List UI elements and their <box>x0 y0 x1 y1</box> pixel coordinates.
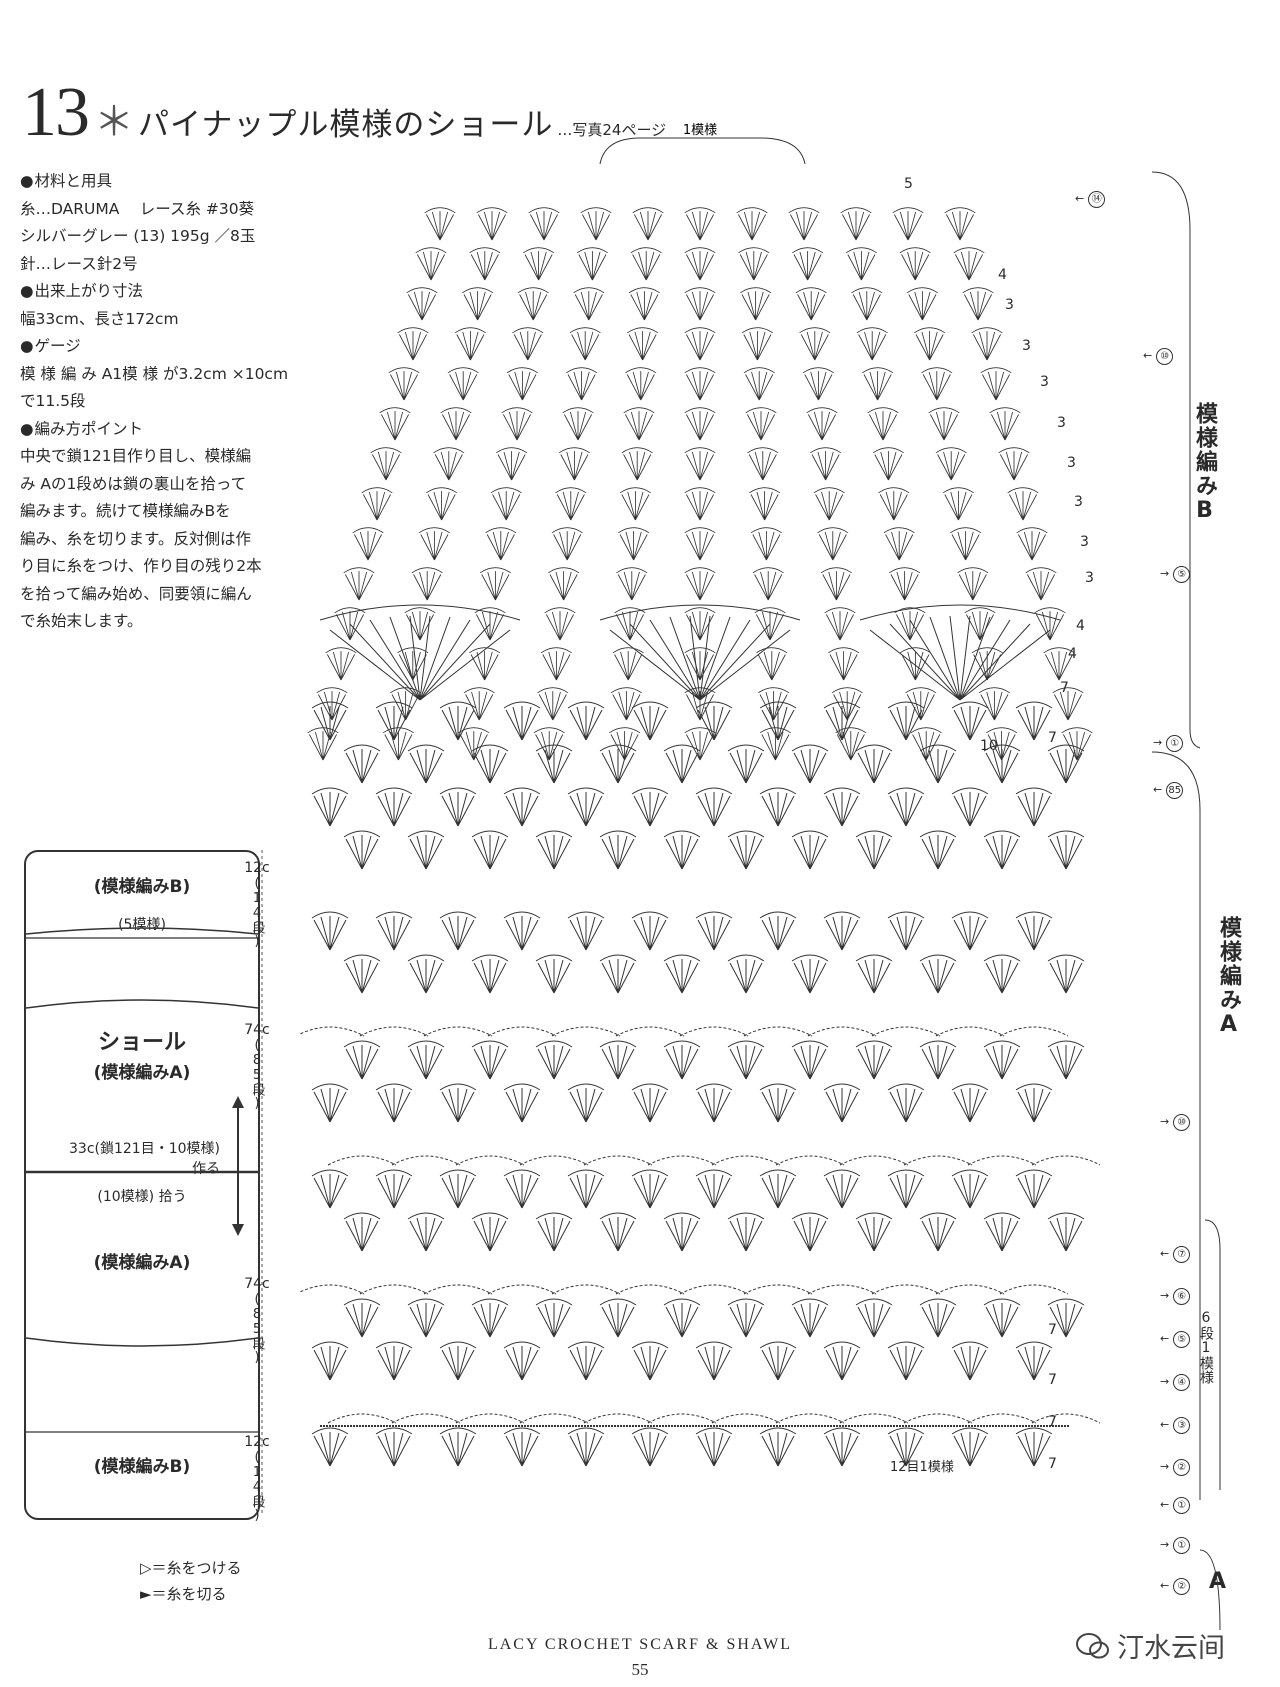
section-label-b: 模様編みB <box>1192 402 1217 525</box>
chart-number: 3 <box>1057 415 1066 431</box>
info-line: 糸…DARUMA レース糸 #30葵 <box>20 199 255 218</box>
row-marker: →⑩ <box>1160 1114 1191 1131</box>
schematic-top-b: (模様編みB) <box>93 877 191 897</box>
section-label-a: 模様編みA <box>1216 916 1241 1039</box>
legend-attach: ▷＝糸をつける <box>140 1559 242 1577</box>
info-line: 材料と用具 <box>20 168 312 196</box>
schematic-bottom-a: (模様編みA) <box>93 1253 191 1273</box>
chart-number: 4 <box>1068 646 1077 662</box>
info-line: ゲージ <box>20 333 312 361</box>
row-marker: ←③ <box>1160 1417 1191 1434</box>
info-line: 模 様 編 み A1模 様 が3.2cm ×10cm <box>20 364 289 383</box>
chart-number: 4 <box>1076 618 1085 634</box>
chart-number: 7 <box>1060 680 1069 696</box>
info-line: 中央で鎖121目作り目し、模様編 <box>20 447 252 465</box>
photo-reference: …写真24ページ <box>557 121 667 139</box>
pattern-number: 13 <box>22 74 90 151</box>
info-line: 編み方ポイント <box>20 416 312 444</box>
chart-number: 7 <box>1048 1414 1057 1430</box>
info-line: を拾って編み始め、同要領に編ん <box>20 584 252 603</box>
star-icon: ＊ <box>94 99 134 145</box>
schematic-shawl-a: (模様編みA) <box>93 1063 191 1083</box>
info-line: り目に糸をつけ、作り目の残り2本 <box>20 557 262 575</box>
repeat-12-label: 12目1模様 <box>890 1460 954 1475</box>
pattern-b-chart <box>307 207 1093 870</box>
chart-number: 3 <box>1067 455 1076 471</box>
chart-number: 3 <box>1040 374 1049 390</box>
schematic-shawl: ショール <box>97 1030 186 1055</box>
materials-info: 材料と用具 糸…DARUMA レース糸 #30葵 シルバーグレー (13) 19… <box>20 168 312 636</box>
info-line: 幅33cm、長さ172cm <box>20 309 179 328</box>
page-title: 13 ＊ パイナップル模様のショール …写真24ページ <box>22 78 666 148</box>
chart-number: 3 <box>1085 570 1094 586</box>
info-line: で糸始末します。 <box>20 612 143 630</box>
dim-b2: 12c (14段) <box>244 1434 270 1523</box>
schematic-pickup: (10模様) 拾う <box>97 1189 187 1205</box>
wechat-icon <box>1076 1632 1109 1658</box>
dim-b1: 12c (14段) <box>244 860 270 949</box>
chart-number: 7 <box>1048 1372 1057 1388</box>
row-marker: ←⑤ <box>1160 1331 1191 1348</box>
row-marker: →② <box>1160 1459 1191 1476</box>
chart-number: 3 <box>1022 338 1031 354</box>
info-line: シルバーグレー (13) 195g ／8玉 <box>20 227 256 245</box>
page-number: 55 <box>631 1660 649 1679</box>
row-marker: ←⑦ <box>1160 1246 1191 1263</box>
schematic-lines <box>26 927 258 1433</box>
row-marker: →① <box>1153 735 1184 752</box>
info-line: 針…レース針2号 <box>20 254 138 273</box>
pattern-a-chart <box>300 911 1101 1467</box>
book-title: LACY CROCHET SCARF & SHAWL <box>487 1636 793 1653</box>
chart-number: 3 <box>1080 534 1089 550</box>
chart-number: 3 <box>1005 297 1014 313</box>
watermark: 汀水云间 <box>1075 1626 1225 1665</box>
chart-number: 5 <box>904 176 913 192</box>
info-line: み Aの1段めは鎖の裏山を拾って <box>20 474 247 493</box>
row-marker: →⑤ <box>1160 566 1191 583</box>
chart-brackets <box>1151 171 1221 1631</box>
info-line: で11.5段 <box>20 392 86 410</box>
row-marker: ←② <box>1160 1578 1191 1595</box>
crochet-chart: 1模様 <box>300 123 1101 1467</box>
chart-number: 10 <box>980 738 998 754</box>
pattern-title: パイナップル模様のショール <box>138 107 554 143</box>
chart-number: 3 <box>1074 494 1083 510</box>
info-line: 編みます。続けて模様編みBを <box>20 502 231 520</box>
info-line: 編み、糸を切ります。反対側は作 <box>20 529 251 548</box>
chart-number: 4 <box>998 267 1007 283</box>
legend-cut: ►＝糸を切る <box>140 1585 227 1603</box>
row-marker: ←85 <box>1153 782 1184 799</box>
shawl-schematic: (模様編みB) (5模様) ショール (模様編みA) 33c(鎖121目・10模… <box>24 850 260 1520</box>
row-marker: ←① <box>1160 1497 1191 1514</box>
chart-number: 7 <box>1048 1322 1057 1338</box>
chart-number: 7 <box>1048 1456 1057 1472</box>
row-marker: ←⑭ <box>1075 191 1106 208</box>
dim-a1: 74c (85段) <box>244 1022 270 1111</box>
schematic-top-b-pattern: (5模様) <box>118 917 166 933</box>
row-marker: ←⑩ <box>1143 348 1174 365</box>
row-marker: →⑥ <box>1160 1288 1191 1305</box>
chart-number: 7 <box>1048 730 1057 746</box>
schematic-start: 33c(鎖121目・10模様) <box>69 1141 220 1157</box>
schematic-dimension-line <box>261 850 263 1516</box>
dim-a2: 74c (85段) <box>244 1276 270 1365</box>
schematic-bottom-b: (模様編みB) <box>93 1457 191 1477</box>
row-marker: →① <box>1160 1537 1191 1554</box>
repeat-label: 1模様 <box>683 123 717 138</box>
repeat-6-label: 6段1模様 <box>1198 1310 1214 1384</box>
info-line: 出来上がり寸法 <box>20 278 312 306</box>
row-marker: →④ <box>1160 1374 1191 1391</box>
